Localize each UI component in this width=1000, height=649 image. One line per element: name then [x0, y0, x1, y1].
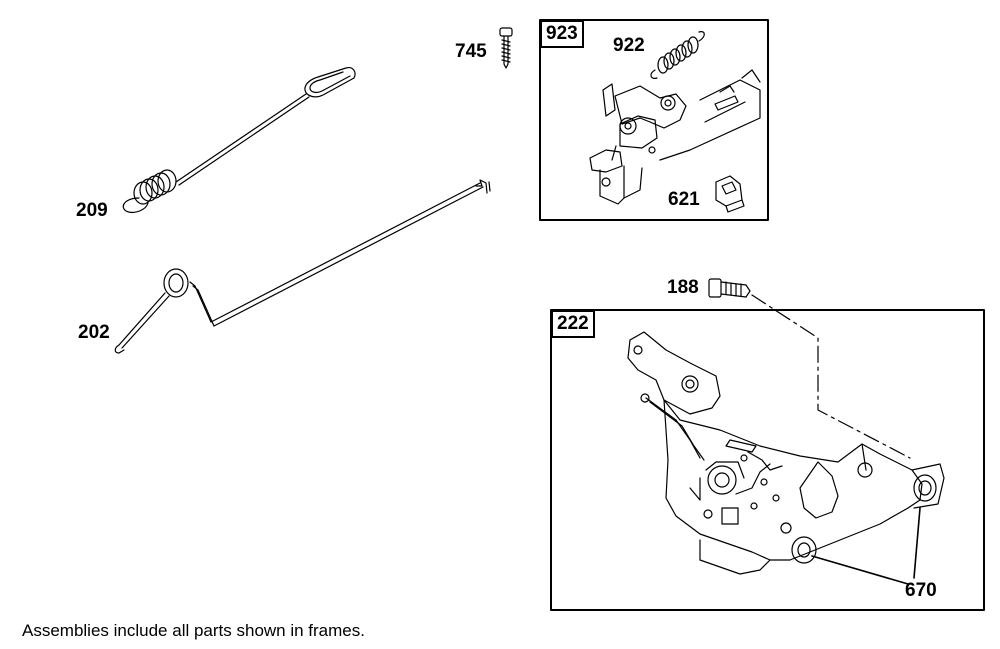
screw-745 [499, 27, 513, 69]
callout-922: 922 [613, 35, 645, 56]
frame-label-222: 222 [551, 310, 595, 338]
callout-209: 209 [76, 200, 108, 221]
bolt-188 [708, 278, 751, 298]
callout-745: 745 [455, 41, 487, 62]
footer-note: Assemblies include all parts shown in fr… [22, 621, 365, 640]
callout-670: 670 [905, 580, 937, 601]
frame-label-923: 923 [540, 20, 584, 48]
frame-923 [539, 19, 769, 221]
control-bracket-923 [589, 69, 761, 205]
callout-202: 202 [78, 322, 110, 343]
governor-rod-202 [114, 179, 491, 354]
frame-222 [550, 309, 985, 611]
control-bracket-222 [627, 331, 945, 575]
leader-670-b [913, 507, 921, 579]
callout-621: 621 [668, 189, 700, 210]
spring-link-209 [122, 67, 356, 214]
clip-621 [715, 175, 745, 213]
spring-922 [650, 31, 705, 79]
leader-670-a [811, 555, 909, 585]
callout-188: 188 [667, 277, 699, 298]
alignment-centerline [751, 294, 911, 459]
